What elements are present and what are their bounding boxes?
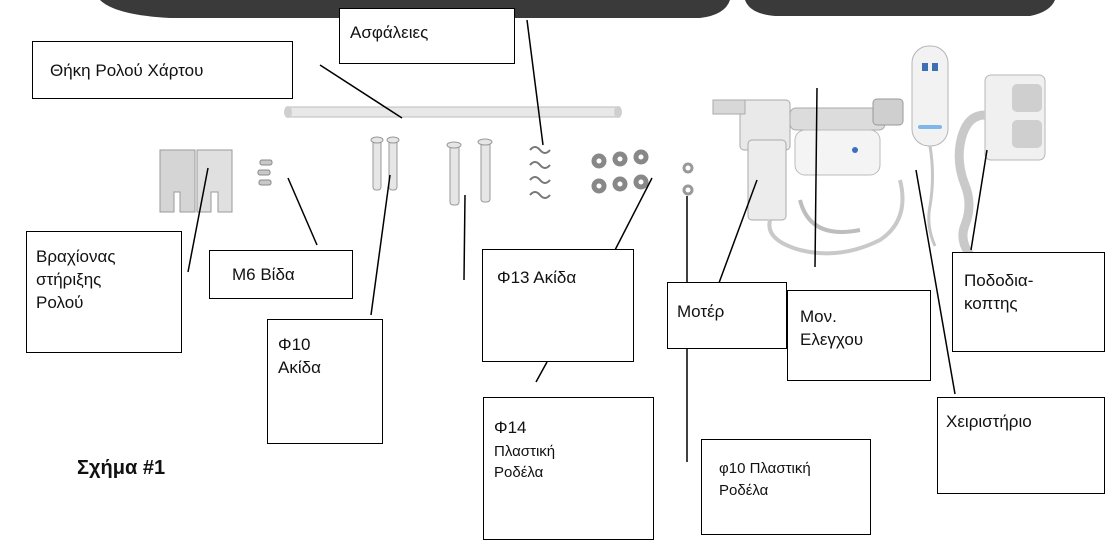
label-m6-screw: M6 Βίδα: [209, 250, 353, 299]
motor-assembly: [713, 99, 903, 253]
phi10-pin-parts: [371, 137, 399, 190]
label-motor: Μοτέρ: [667, 282, 787, 349]
label-phi10-pin: Φ10 Ακίδα: [267, 319, 383, 444]
roll-bracket-parts: [160, 150, 232, 212]
label-phi13-pin: Φ13 Ακίδα: [482, 249, 634, 362]
foot-switch-part: [959, 75, 1045, 255]
hand-control-part: [912, 46, 948, 246]
paper-roll-rod: [284, 106, 622, 118]
fuse-clip-parts: [530, 147, 550, 198]
label-foot-switch: Ποδοδια- κοπτης: [952, 252, 1105, 352]
label-phi10-washer: φ10 Πλαστική Ροδέλα: [701, 439, 871, 535]
figure-caption: Σχήμα #1: [77, 457, 165, 480]
phi10-washer-parts: [684, 164, 692, 194]
device-edge-right: [745, 0, 1055, 16]
label-paper-roll-holder: Θήκη Ρολού Χάρτου: [32, 41, 293, 99]
m6-screw-parts: [258, 160, 272, 185]
label-control-box: Μον. Ελεγχου: [787, 290, 931, 381]
phi14-washer-parts: [594, 152, 646, 191]
label-roll-bracket: Βραχίονας στήριξης Ρολού: [26, 231, 182, 353]
label-hand-control: Χειριστήριο: [937, 397, 1105, 494]
label-fuses: Ασφάλειες: [339, 8, 515, 64]
label-phi14-washer: Φ14 Πλαστική Ροδέλα: [483, 397, 654, 540]
phi13-pin-parts: [447, 139, 492, 205]
